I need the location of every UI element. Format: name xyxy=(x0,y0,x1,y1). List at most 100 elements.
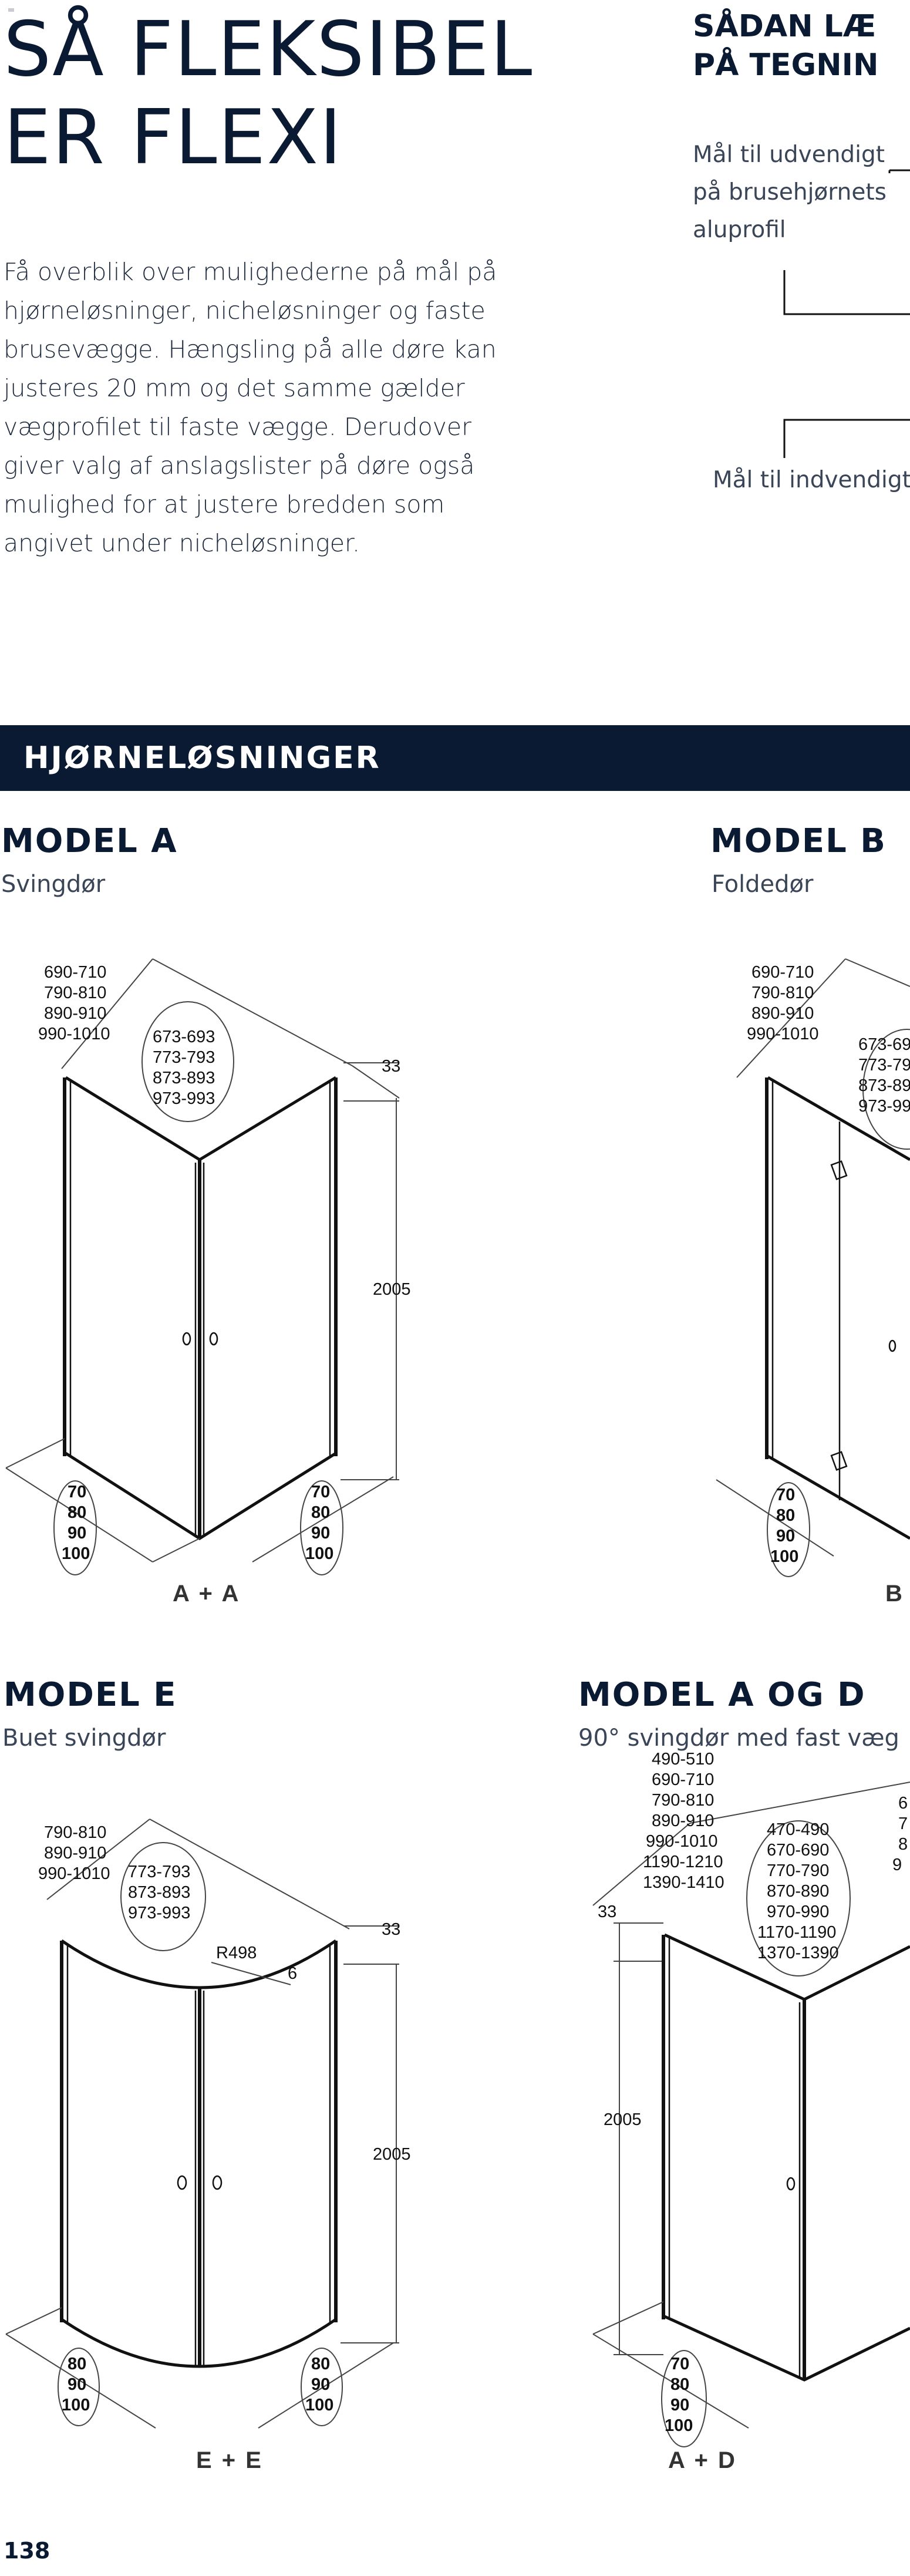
outer-size-label: 1190-1210 xyxy=(643,1853,723,1871)
left-width-label: 70 xyxy=(670,2355,689,2373)
handle-icon xyxy=(786,2177,796,2191)
dim-line xyxy=(592,2333,749,2429)
model-b-pair-label: B xyxy=(885,1581,904,1607)
dim-line xyxy=(5,1438,65,1469)
model-b-subtitle: Foldedør xyxy=(712,871,814,898)
right-width-label: 90 xyxy=(311,1524,330,1543)
dim-line xyxy=(152,1538,200,1563)
outer-note-line-1: Mål til udvendigt xyxy=(693,142,885,168)
dim-line xyxy=(716,1479,834,1557)
model-a-pair-label: A + A xyxy=(173,1581,241,1607)
outer-size-label: 690-710 xyxy=(44,963,106,982)
left-width-label: 80 xyxy=(68,2355,86,2373)
width-bubble-left xyxy=(661,2350,707,2447)
model-a-subtitle: Svingdør xyxy=(1,871,106,898)
depth-dim-label: 33 xyxy=(598,1902,616,1921)
inner-size-label: 1370-1390 xyxy=(757,1944,839,1962)
left-width-label: 90 xyxy=(776,1527,795,1545)
hinge-icon xyxy=(830,1451,848,1471)
inner-size-bubble xyxy=(862,1029,910,1150)
page-number: 138 xyxy=(4,2538,50,2564)
inner-size-label: 773-793 xyxy=(128,1863,190,1881)
left-width-label: 70 xyxy=(68,1483,86,1501)
left-width-label: 70 xyxy=(776,1486,795,1504)
inner-size-label: 973-99 xyxy=(858,1097,910,1116)
model-ad-subtitle: 90° svingdør med fast væg xyxy=(578,1725,899,1752)
dim-line xyxy=(592,1823,690,1906)
left-width-label: 80 xyxy=(68,1503,86,1522)
width-bubble-right xyxy=(301,2348,343,2426)
left-width-label: 100 xyxy=(665,2416,693,2435)
inner-size-label: 773-79 xyxy=(858,1056,910,1075)
inner-size-label: 770-790 xyxy=(767,1861,829,1880)
dim-line xyxy=(252,1476,394,1563)
inner-size-label: 970-990 xyxy=(767,1902,829,1921)
model-a-title: MODEL A xyxy=(1,822,178,860)
model-b-title: MODEL B xyxy=(710,822,887,860)
top-edge xyxy=(767,1076,910,1161)
outer-size-label: 990-1010 xyxy=(747,1025,819,1043)
model-ad-pair-label: A + D xyxy=(668,2447,737,2473)
dim-line xyxy=(152,958,353,1066)
outer-size-label: 690-710 xyxy=(652,1770,714,1789)
radius-label: R498 xyxy=(216,1944,257,1962)
left-width-label: 100 xyxy=(62,2396,90,2415)
width-bubble-left xyxy=(53,1480,97,1575)
inner-size-bubble xyxy=(746,1820,851,1976)
outer-size-label: 790-810 xyxy=(44,1823,106,1842)
width-bubble-left xyxy=(767,1482,810,1577)
side-heading: SÅDAN LÆ PÅ TEGNIN xyxy=(693,7,879,85)
partial-size-label: 9 xyxy=(892,1856,902,1874)
partial-size-label: 6 xyxy=(898,1794,908,1813)
outer-size-label: 990-1010 xyxy=(646,1832,718,1851)
inner-size-label: 973-993 xyxy=(153,1089,215,1108)
intro-paragraph: Få overblik over mulighederne på mål på … xyxy=(4,258,497,557)
outer-size-label: 890-910 xyxy=(44,1004,106,1023)
left-width-label: 90 xyxy=(670,2396,689,2415)
outer-measure-note: Mål til udvendigt på brusehjørnets alupr… xyxy=(693,136,887,249)
dim-line xyxy=(845,958,910,987)
left-width-label: 90 xyxy=(68,1524,86,1543)
inner-size-label: 1170-1190 xyxy=(757,1923,836,1942)
model-e-pair-label: E + E xyxy=(196,2447,263,2473)
outer-size-label: 1390-1410 xyxy=(643,1873,724,1892)
model-a-drawing: 690-710 790-810 890-910 990-1010 673-693… xyxy=(5,958,411,1575)
height-dim-label: 2005 xyxy=(373,2145,411,2164)
outer-size-label: 890-910 xyxy=(652,1811,714,1830)
outer-size-label: 790-810 xyxy=(44,984,106,1002)
corner-mark xyxy=(8,8,14,12)
outer-size-label: 890-910 xyxy=(44,1844,106,1863)
section-banner-label: HJØRNELØSNINGER xyxy=(23,740,381,776)
radius-leader xyxy=(211,1962,291,1985)
right-width-label: 80 xyxy=(311,2355,330,2373)
height-dim-label: 2005 xyxy=(373,1280,411,1299)
inner-size-label: 470-490 xyxy=(767,1820,829,1839)
model-ad-drawing: 490-510 690-710 790-810 890-910 990-1010… xyxy=(592,1750,910,2447)
bottom-edge xyxy=(663,2315,910,2382)
dim-line xyxy=(689,1782,910,1824)
inner-size-label: 673-69 xyxy=(858,1035,910,1054)
page-title-line-1: SÅ FLEKSIBEL xyxy=(4,6,534,93)
depth-dim-label: 33 xyxy=(382,1057,400,1076)
outer-size-label: 890-910 xyxy=(751,1004,814,1023)
partial-size-label: 7 xyxy=(898,1814,908,1833)
offset-label: 6 xyxy=(288,1964,297,1983)
handle-icon xyxy=(888,1339,896,1352)
inner-size-bubble xyxy=(141,1001,234,1122)
right-width-label: 90 xyxy=(311,2375,330,2394)
section-banner xyxy=(0,725,910,791)
right-width-label: 80 xyxy=(311,1503,330,1522)
left-width-label: 100 xyxy=(62,1544,90,1563)
left-width-label: 90 xyxy=(68,2375,86,2394)
outer-size-label: 490-510 xyxy=(652,1750,714,1769)
dim-line xyxy=(258,2342,394,2429)
hinge-icon xyxy=(830,1160,848,1180)
model-b-drawing: 690-710 790-810 890-910 990-1010 673-69 … xyxy=(716,958,910,1577)
side-heading-line-1: SÅDAN LÆ xyxy=(693,9,877,44)
width-bubble-left xyxy=(58,2348,100,2426)
dim-line xyxy=(352,1065,400,1099)
dim-line xyxy=(46,1819,150,1900)
dim-line xyxy=(592,2301,664,2335)
side-heading-line-2: PÅ TEGNIN xyxy=(693,48,879,83)
dim-line xyxy=(736,958,846,1078)
